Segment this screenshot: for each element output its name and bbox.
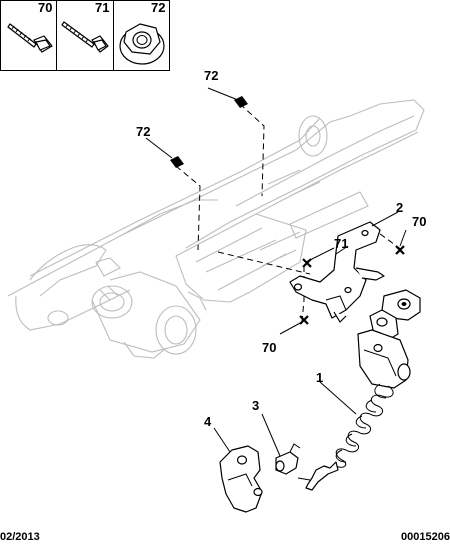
ghost-axle-structure (7, 99, 425, 359)
flange-nut-icon (119, 23, 165, 65)
callout-labels: 72 72 2 70 71 70 1 3 4 (136, 68, 426, 429)
fastener-box-70[interactable]: 70 (7, 0, 53, 53)
callout-72-upper: 72 (204, 68, 218, 83)
footer-code: 00015206 (401, 531, 450, 543)
nut-72-upper[interactable] (234, 96, 248, 108)
fastener-ref-72: 72 (151, 0, 165, 15)
callout-71: 71 (334, 236, 348, 251)
screw-icon (7, 23, 53, 53)
fastener-box-71[interactable]: 71 (61, 0, 109, 53)
callout-72-left: 72 (136, 124, 150, 139)
callout-70-bottom: 70 (262, 340, 276, 355)
fastener-marker-70-right (395, 245, 405, 255)
leader-lines (145, 87, 407, 457)
footer-date: 02/2013 (0, 531, 40, 543)
callout-70-right: 70 (412, 214, 426, 229)
fastener-ref-70: 70 (38, 0, 52, 15)
callout-4: 4 (204, 414, 212, 429)
callout-2: 2 (396, 200, 403, 215)
callout-1: 1 (316, 370, 323, 385)
callout-3: 3 (252, 398, 259, 413)
long-screw-icon (61, 21, 109, 53)
bracket-part-2[interactable] (289, 221, 385, 323)
lever-part-4[interactable] (219, 445, 263, 513)
fastener-header: 70 71 72 (0, 0, 170, 71)
fastener-ref-71: 71 (95, 0, 109, 15)
nut-72-left[interactable] (170, 156, 184, 168)
footer: 02/2013 00015206 (0, 531, 450, 543)
fastener-box-72[interactable]: 72 (119, 0, 165, 65)
actuator-part-1[interactable] (297, 289, 421, 491)
clip-part-3[interactable] (275, 443, 301, 475)
